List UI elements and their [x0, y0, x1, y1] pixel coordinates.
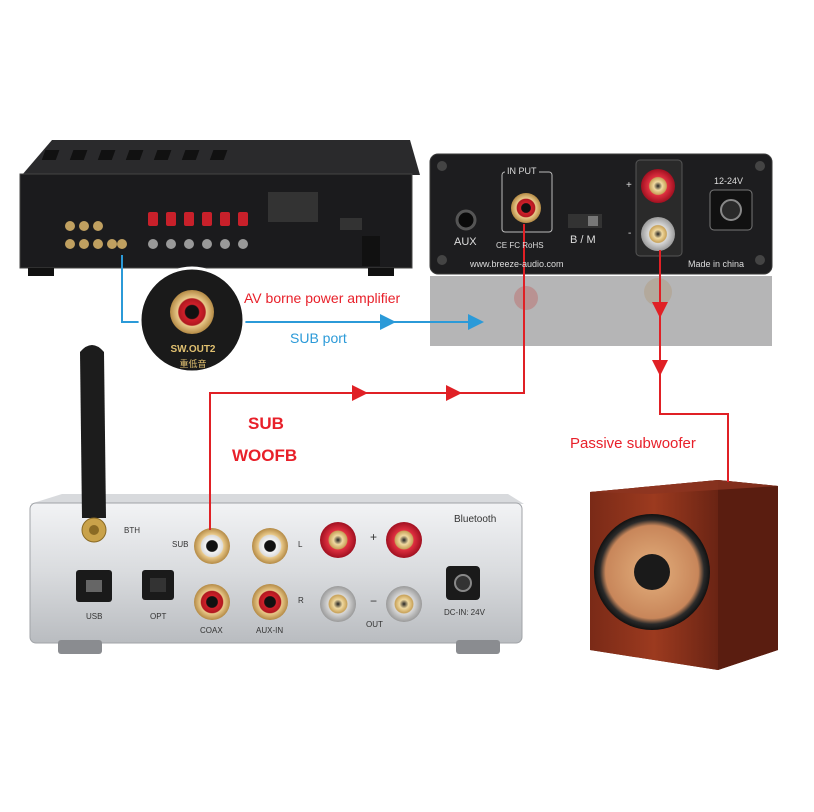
input-label: IN PUT	[505, 166, 539, 176]
url-label: www.breeze-audio.com	[470, 259, 564, 269]
cert-label: CE FC RoHS	[496, 241, 544, 250]
minus-sign: -	[628, 228, 632, 239]
bt-plus-sign: +	[370, 530, 378, 544]
aux-label: AUX	[454, 236, 477, 248]
sub-port-label: SUB port	[290, 330, 347, 346]
subwoofer	[590, 480, 778, 670]
bm-label: B / M	[570, 234, 596, 246]
zoom-inset	[138, 266, 246, 374]
inset-label-1: SW.OUT2	[170, 344, 216, 355]
red-signal-line-sub	[209, 224, 525, 530]
av-amp-label: AV borne power amplifier	[244, 290, 401, 306]
bt-minus-sign: −	[370, 594, 378, 608]
inset-label-2: 重低音	[179, 359, 207, 369]
dc-in-label: DC-IN: 24V	[444, 608, 485, 617]
voltage-label: 12-24V	[714, 176, 744, 186]
red-signal-line-speaker	[652, 250, 729, 482]
woofb-label: WOOFB	[232, 446, 298, 465]
coax-label: COAX	[200, 626, 223, 635]
made-in-label: Made in china	[688, 259, 745, 269]
r-label: R	[298, 596, 304, 605]
sub-amplifier	[429, 153, 773, 346]
bth-label: BTH	[124, 526, 140, 535]
plus-sign: +	[626, 180, 632, 191]
passive-sub-label: Passive subwoofer	[570, 435, 696, 452]
sub-label: SUB	[248, 414, 284, 433]
usb-label: USB	[86, 612, 103, 621]
sub-jack-label: SUB	[172, 540, 189, 549]
opt-label: OPT	[150, 612, 167, 621]
bluetooth-amplifier	[29, 345, 524, 654]
blue-signal-line	[121, 255, 484, 330]
av-receiver	[19, 140, 420, 276]
bluetooth-label: Bluetooth	[454, 514, 497, 525]
l-label: L	[298, 540, 303, 549]
out-label: OUT	[366, 620, 383, 629]
aux-in-label: AUX-IN	[256, 626, 284, 635]
